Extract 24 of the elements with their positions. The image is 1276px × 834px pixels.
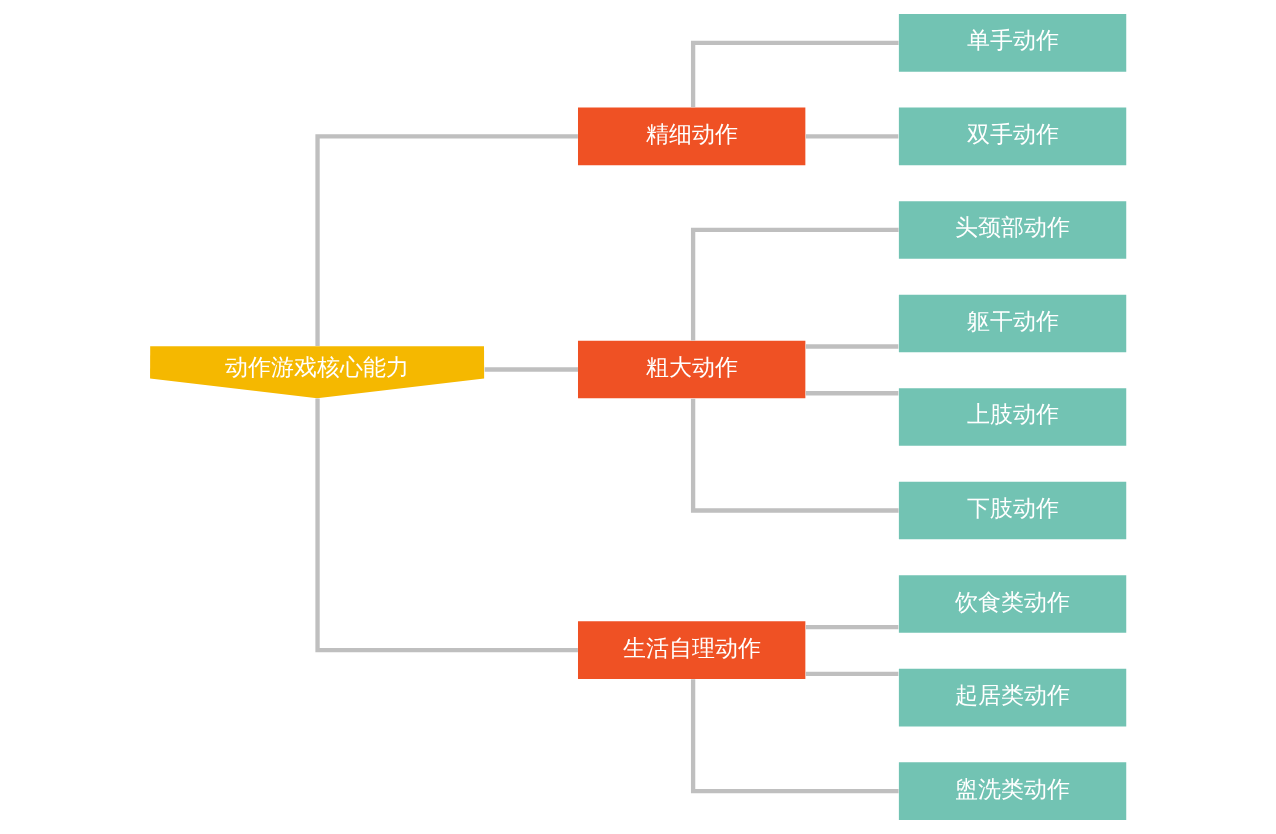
node-box: 生活自理动作 [578, 621, 806, 679]
connector [315, 134, 578, 346]
node-box: 头颈部动作 [898, 201, 1127, 259]
node-box: 单手动作 [898, 14, 1127, 72]
connector [690, 40, 899, 108]
connector [805, 671, 899, 676]
connector [805, 344, 899, 349]
node-box: 下肢动作 [898, 481, 1127, 540]
connector [315, 398, 578, 653]
node-box: 盥洗类动作 [898, 762, 1127, 820]
connector [690, 227, 899, 341]
connector [805, 134, 899, 139]
connector [805, 624, 899, 630]
connector [805, 391, 899, 396]
node-box: 躯干动作 [898, 294, 1127, 353]
node-box: 起居类动作 [898, 668, 1127, 727]
node-box: 精细动作 [578, 107, 806, 166]
connector [690, 398, 899, 513]
connector [690, 679, 899, 794]
connector [484, 367, 578, 372]
node-box: 粗大动作 [578, 340, 806, 399]
node-box: 上肢动作 [898, 388, 1127, 446]
node-box: 饮食类动作 [898, 575, 1127, 633]
node-box: 双手动作 [898, 107, 1127, 166]
